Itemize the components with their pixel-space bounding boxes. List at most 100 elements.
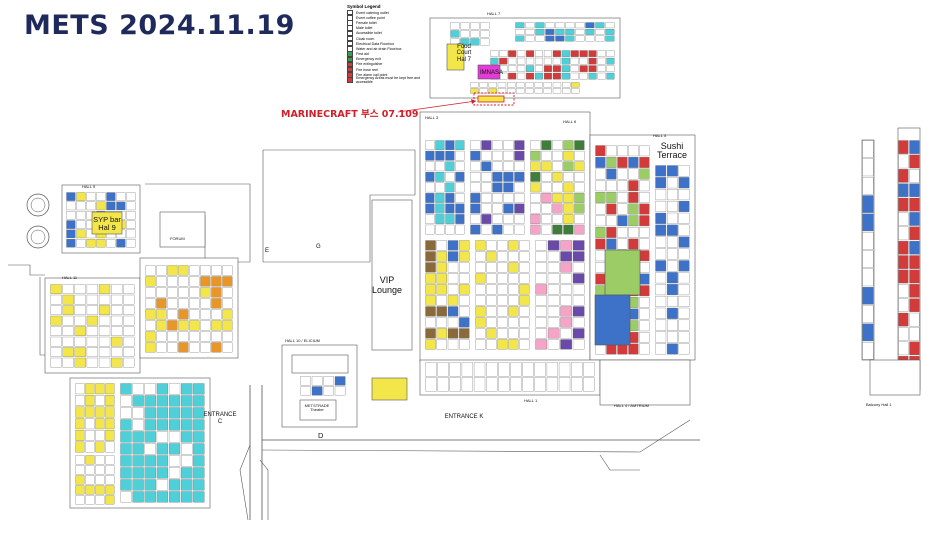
booth: [193, 431, 205, 443]
booth: [95, 465, 105, 475]
booth: [541, 140, 552, 151]
booth: [583, 377, 595, 392]
booth: [425, 295, 436, 306]
marinecraft-booth: [477, 95, 505, 103]
booth: [639, 332, 650, 343]
booth: [168, 479, 181, 491]
booth: [605, 35, 615, 42]
booth: [470, 182, 481, 193]
booth: [111, 315, 123, 326]
hall-12: [139, 257, 239, 359]
booth: [541, 172, 552, 182]
booth: [75, 495, 85, 505]
booth: [862, 195, 874, 213]
booth: [507, 82, 516, 88]
booth: [475, 251, 486, 262]
booth: [535, 284, 547, 295]
booth: [76, 192, 86, 201]
booth: [517, 57, 526, 65]
booth: [909, 255, 920, 269]
booth: [486, 377, 498, 392]
booth: [96, 239, 106, 248]
booth: [436, 317, 447, 328]
booth: [606, 157, 617, 168]
booth: [498, 377, 510, 392]
booth: [552, 65, 561, 72]
booth: [86, 294, 99, 305]
booth: [98, 357, 111, 368]
booth: [552, 140, 563, 151]
booth: [200, 276, 211, 287]
hall-1-label: HALL 1: [524, 398, 538, 403]
booth: [459, 240, 470, 251]
booth: [552, 50, 561, 57]
booth: [534, 50, 544, 57]
booth: [555, 29, 565, 35]
booth: [445, 182, 455, 193]
booth: [66, 192, 76, 201]
booth: [508, 295, 519, 306]
booth: [552, 88, 562, 94]
booth: [76, 239, 86, 248]
booth: [116, 201, 126, 211]
booth: [543, 65, 552, 72]
booth: [552, 150, 563, 161]
booth: [605, 22, 615, 29]
road-line: [259, 459, 269, 520]
booth: [85, 495, 95, 505]
booth: [156, 287, 167, 298]
booth: [525, 88, 534, 94]
booth: [552, 161, 563, 172]
booth: [514, 182, 525, 193]
booth: [545, 22, 555, 29]
booth: [425, 203, 435, 214]
booth: [667, 189, 678, 201]
booth: [323, 376, 334, 386]
booth: [168, 419, 181, 431]
booth: [105, 485, 115, 495]
booth: [535, 240, 547, 251]
booth: [144, 383, 156, 395]
booth: [132, 395, 144, 407]
legend-item: Water and air drain Floorbox: [347, 46, 429, 52]
booth: [655, 200, 667, 212]
booth: [517, 72, 526, 80]
booth: [617, 157, 628, 168]
booth: [552, 82, 562, 88]
booth: [66, 211, 76, 220]
booth: [181, 407, 193, 419]
booth: [617, 168, 628, 180]
booth: [535, 339, 547, 350]
booth: [145, 276, 156, 287]
booth: [595, 192, 606, 203]
booth: [503, 193, 514, 203]
booth: [62, 357, 74, 368]
booth: [120, 479, 132, 491]
booth: [535, 295, 547, 306]
booth: [435, 150, 445, 161]
booth: [519, 251, 530, 262]
booth: [909, 183, 920, 197]
booth: [546, 362, 559, 377]
legend-swatch: [347, 15, 353, 21]
booth: [655, 272, 667, 284]
booth: [595, 29, 605, 35]
booth: [639, 238, 650, 250]
booth: [95, 406, 105, 418]
booth: [547, 306, 560, 317]
booth: [447, 284, 459, 295]
booth: [492, 150, 503, 161]
booth: [300, 386, 311, 396]
booth: [552, 57, 561, 65]
booth: [106, 192, 116, 201]
booth: [503, 214, 514, 224]
booth: [447, 251, 459, 262]
booth: [503, 182, 514, 193]
booth: [561, 72, 570, 80]
booth: [470, 150, 481, 161]
booth: [617, 145, 628, 157]
booth: [909, 212, 920, 226]
booth: [862, 213, 874, 232]
booth: [595, 285, 606, 297]
booth: [639, 273, 650, 285]
